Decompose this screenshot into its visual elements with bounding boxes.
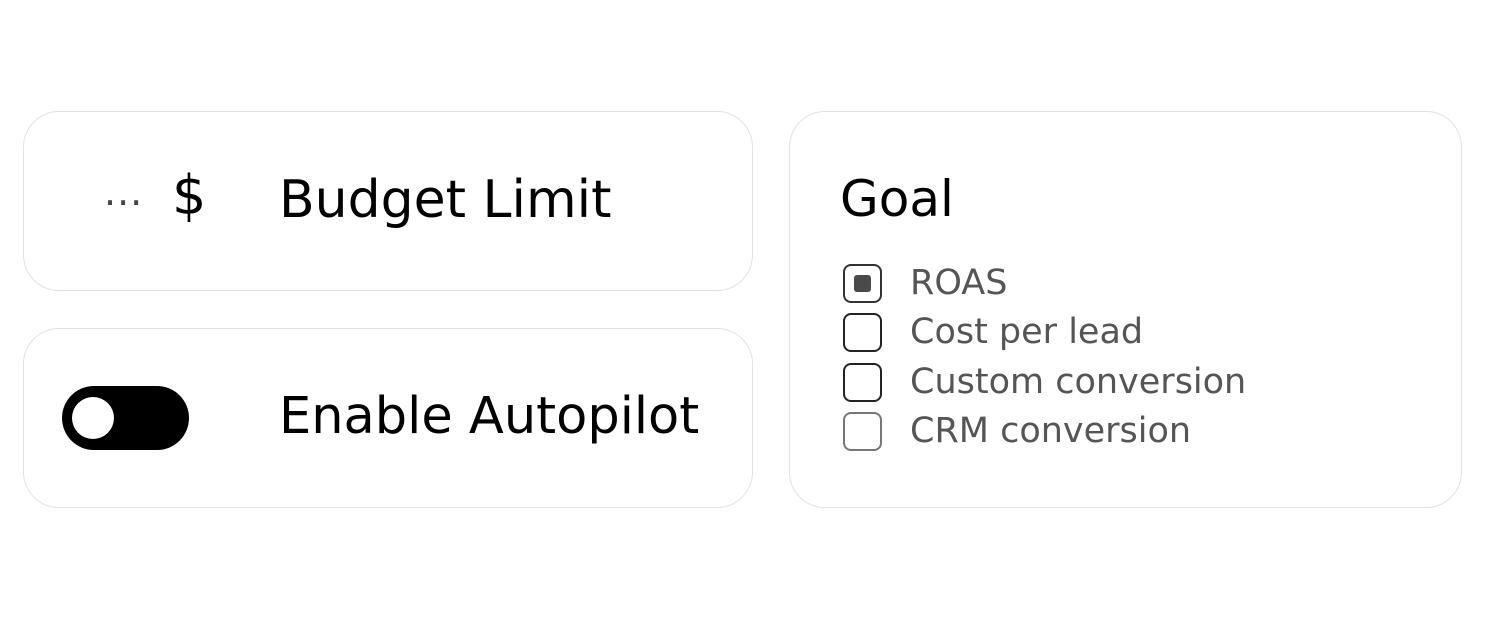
goal-option-custom-conversion[interactable]: Custom conversion bbox=[843, 362, 1246, 402]
goal-card: Goal ROAS Cost per lead Custom conversio… bbox=[789, 111, 1462, 508]
goal-option-roas[interactable]: ROAS bbox=[843, 263, 1007, 303]
goal-option-label: ROAS bbox=[910, 263, 1008, 303]
toggle-knob bbox=[72, 397, 114, 439]
goal-option-label: CRM conversion bbox=[910, 411, 1192, 451]
goal-option-crm-conversion[interactable]: CRM conversion bbox=[843, 411, 1191, 451]
budget-limit-card: ... $ Budget Limit bbox=[23, 111, 753, 291]
autopilot-card: Enable Autopilot bbox=[23, 328, 753, 508]
autopilot-label: Enable Autopilot bbox=[279, 387, 700, 446]
goal-option-label: Cost per lead bbox=[910, 312, 1144, 352]
checkbox[interactable] bbox=[843, 362, 882, 402]
dollar-icon: $ bbox=[172, 164, 207, 227]
more-options-icon[interactable]: ... bbox=[104, 170, 144, 214]
goal-option-cost-per-lead[interactable]: Cost per lead bbox=[843, 312, 1143, 352]
goal-option-label: Custom conversion bbox=[910, 362, 1247, 402]
goal-title: Goal bbox=[840, 170, 954, 228]
autopilot-toggle[interactable] bbox=[62, 386, 189, 450]
budget-limit-label: Budget Limit bbox=[279, 170, 612, 230]
checkbox[interactable] bbox=[843, 312, 882, 352]
checkbox-checked[interactable] bbox=[843, 263, 882, 303]
checkbox[interactable] bbox=[843, 411, 882, 451]
